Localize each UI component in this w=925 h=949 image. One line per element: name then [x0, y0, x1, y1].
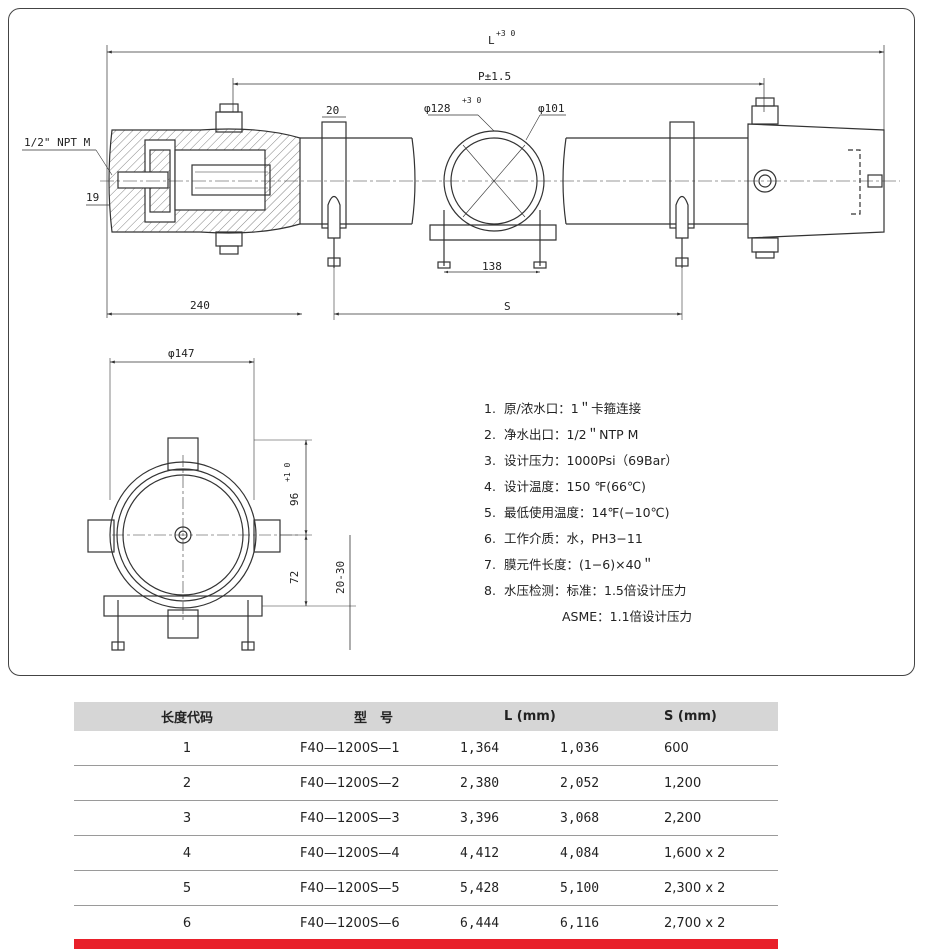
side-view-labels: L +3 0 P±1.5 20 φ128 +3 0 φ101 1/2" NPT … [24, 29, 565, 313]
note-item: 2.净水出口：1/2＂NTP M [484, 427, 639, 442]
cell-model: F40—1200S—2 [300, 765, 460, 801]
note-item: 7.膜元件长度：(1−6)×40＂ [484, 557, 655, 572]
cell-model: F40—1200S—1 [300, 731, 460, 766]
dim-clamp: 20 [326, 104, 339, 117]
table-row: 1 F40—1200S—1 1,364 1,036 600 [74, 731, 778, 766]
header-length: L (mm) [460, 702, 664, 731]
cell-s: 1,200 [664, 765, 778, 801]
note-item: 5.最低使用温度：14℉(−10℃) [484, 505, 670, 520]
technical-drawing: L +3 0 P±1.5 20 φ128 +3 0 φ101 1/2" NPT … [22, 29, 900, 651]
dim-L-tol: +3 0 [496, 29, 515, 38]
dim-end-range: 20-30 [334, 561, 347, 594]
dim-shell-tol: +3 0 [462, 96, 481, 105]
cell-l2: 4,084 [560, 835, 664, 871]
cell-model: F40—1200S—6 [300, 905, 460, 941]
drawing-frame [8, 8, 915, 676]
table-row: 5 F40—1200S—5 5,428 5,100 2,300 x 2 [74, 870, 778, 906]
cell-l1: 6,444 [460, 905, 560, 941]
note-item: 1.原/浓水口：1＂卡箍连接 [484, 401, 642, 416]
note-item: 4.设计温度：150 ℉(66℃) [484, 479, 646, 494]
dim-shell-dia: φ128 [424, 102, 451, 115]
header-code: 长度代码 [74, 702, 300, 731]
cell-model: F40—1200S—3 [300, 800, 460, 836]
dim-end-height: 96 [288, 493, 301, 506]
header-model: 型 号 [300, 702, 460, 731]
dim-S: S [504, 300, 511, 313]
side-view [22, 45, 900, 320]
dim-span: 138 [482, 260, 502, 273]
cell-s: 1,600 x 2 [664, 835, 778, 871]
cell-model: F40—1200S—5 [300, 870, 460, 906]
table-row: 6 F40—1200S—6 6,444 6,116 2,700 x 2 [74, 905, 778, 941]
cell-code: 6 [74, 905, 300, 941]
table-row: 3 F40—1200S—3 3,396 3,068 2,200 [74, 800, 778, 836]
table-row: 4 F40—1200S—4 4,412 4,084 1,600 x 2 [74, 835, 778, 871]
cell-code: 2 [74, 765, 300, 801]
cell-l1: 2,380 [460, 765, 560, 801]
dim-port: 1/2" NPT M [24, 136, 91, 149]
cell-l1: 3,396 [460, 800, 560, 836]
cell-l2: 1,036 [560, 731, 664, 766]
cell-code: 1 [74, 731, 300, 766]
dim-L: L [488, 34, 495, 47]
cell-code: 4 [74, 835, 300, 871]
table-header-row: 长度代码 型 号 L (mm) S (mm) [74, 702, 778, 731]
cell-code: 5 [74, 870, 300, 906]
cell-l2: 2,052 [560, 765, 664, 801]
dim-P: P±1.5 [478, 70, 511, 83]
note-item: 8.水压检测：标准：1.5倍设计压力 [484, 583, 687, 598]
table-row: 2 F40—1200S—2 2,380 2,052 1,200 [74, 765, 778, 801]
cell-model: F40—1200S—4 [300, 835, 460, 871]
end-view [87, 358, 356, 651]
cell-l2: 3,068 [560, 800, 664, 836]
header-spacing: S (mm) [664, 702, 778, 731]
cell-l1: 5,428 [460, 870, 560, 906]
spec-notes: 1.原/浓水口：1＂卡箍连接 2.净水出口：1/2＂NTP M 3.设计压力：1… [484, 396, 692, 630]
accent-bar [74, 939, 778, 949]
cell-l1: 1,364 [460, 731, 560, 766]
dim-end-height-tol: +1 0 [283, 463, 292, 482]
cell-code: 3 [74, 800, 300, 836]
dim-pipe-dia: φ101 [538, 102, 565, 115]
cell-l2: 5,100 [560, 870, 664, 906]
note-item: 3.设计压力：1000Psi（69Bar） [484, 453, 678, 468]
dim-end-72: 72 [288, 571, 301, 584]
dim-240: 240 [190, 299, 210, 312]
dim-offset: 19 [86, 191, 99, 204]
end-view-labels: φ147 96 +1 0 72 20-30 [168, 347, 347, 594]
dim-end-dia: φ147 [168, 347, 195, 360]
cell-l2: 6,116 [560, 905, 664, 941]
cell-s: 600 [664, 731, 778, 766]
note-item: 6.工作介质：水，PH3−11 [484, 531, 643, 546]
cell-s: 2,700 x 2 [664, 905, 778, 941]
model-spec-table: 长度代码 型 号 L (mm) S (mm) 1 F40—1200S—1 1,3… [74, 702, 778, 941]
cell-l1: 4,412 [460, 835, 560, 871]
cell-s: 2,300 x 2 [664, 870, 778, 906]
cell-s: 2,200 [664, 800, 778, 836]
note-continuation: ASME：1.1倍设计压力 [562, 609, 693, 624]
